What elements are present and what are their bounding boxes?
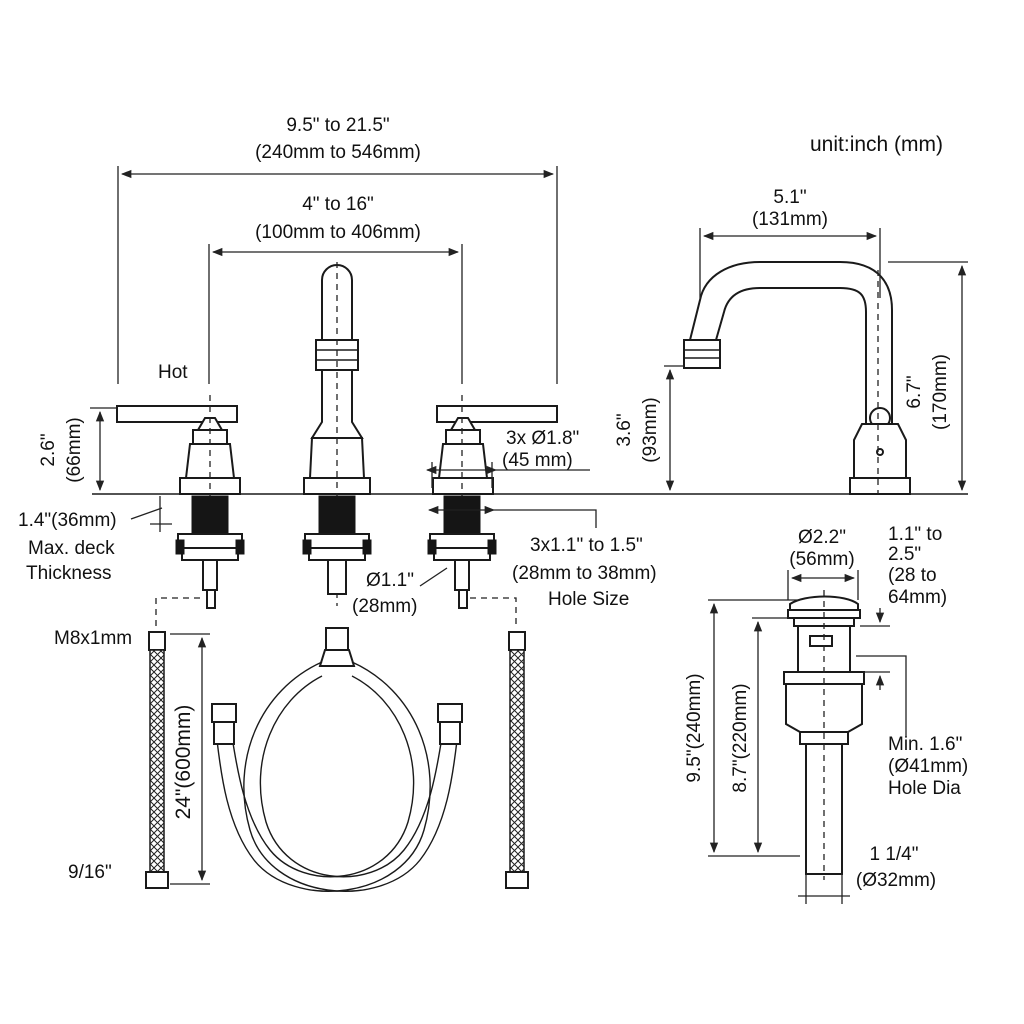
hole-size-in-label: 3x1.1" to 1.5" (530, 535, 643, 556)
drain-deck-line3: (28 to (888, 565, 937, 586)
spout-outlet-height-dimension (664, 365, 684, 492)
tailpiece-diameter-dimension (798, 874, 850, 904)
handle-height-dimension (90, 407, 116, 492)
drain-deck-line2: 2.5" (888, 544, 921, 565)
hole-size-dimension (427, 505, 597, 528)
shank-diameter-leader (419, 567, 448, 587)
spout-reach-dimension (699, 228, 881, 298)
spout-height-dimension (888, 261, 968, 492)
overall-spread-in-label: 9.5" to 21.5" (286, 115, 389, 136)
center-spout-assembly (303, 262, 371, 606)
drain-total-length-dimension (708, 599, 800, 857)
drain-hole-line1: Min. 1.6" (888, 734, 962, 755)
hose-length-label: 24"(600mm) (172, 705, 195, 820)
spout-side-view (683, 261, 911, 495)
drain-hole-line3: Hole Dia (888, 778, 961, 799)
hot-handle-assembly (116, 395, 241, 600)
spout-loop-hose (211, 627, 463, 892)
drain-body-length-dimension (752, 617, 792, 854)
pop-up-drain (783, 590, 865, 880)
spout-height-mm-label: (170mm) (930, 354, 951, 430)
hose-nut-label: 9/16" (68, 862, 112, 883)
drain-deck-line1: 1.1" to (888, 524, 942, 545)
deck-caption-line1: Max. deck (28, 538, 115, 559)
unit-label: unit:inch (mm) (810, 133, 943, 156)
tailpiece-in-label: 1 1/4" (869, 844, 918, 865)
deck-caption-line2: Thickness (26, 563, 112, 584)
spout-outlet-height-mm-label: (93mm) (640, 397, 661, 462)
drain-hole-leader (856, 655, 907, 736)
center-spread-in-label: 4" to 16" (302, 194, 374, 215)
drain-cap-dia-in-label: Ø2.2" (798, 527, 846, 548)
left-shank (175, 495, 245, 609)
hose-thread-label: M8x1mm (54, 628, 132, 649)
drain-cap-dia-mm-label: (56mm) (789, 549, 854, 570)
center-shank (302, 495, 372, 595)
hole-size-caption: Hole Size (548, 589, 629, 610)
drain-deck-range-dimension (860, 608, 890, 690)
cold-handle-assembly (432, 395, 558, 600)
base-dia-in-label: 3x Ø1.8" (506, 428, 579, 449)
spout-reach-in-label: 5.1" (773, 187, 806, 208)
hose-connection-guides (155, 597, 517, 628)
shank-dia-mm-label: (28mm) (352, 596, 417, 617)
hot-label: Hot (158, 362, 188, 383)
base-diameter-dimension (425, 462, 590, 488)
center-spread-dimension (208, 244, 463, 384)
base-dia-mm-label: (45 mm) (502, 450, 573, 471)
drain-cap-diameter-dimension (787, 570, 859, 600)
deck-thickness-dimension (130, 496, 172, 532)
spout-outlet-height-in-label: 3.6" (614, 413, 635, 446)
hole-size-mm-label: (28mm to 38mm) (512, 563, 657, 584)
deck-thickness-label: 1.4"(36mm) (18, 510, 117, 531)
right-shank (427, 495, 497, 609)
shank-dia-in-label: Ø1.1" (366, 570, 414, 591)
spout-reach-mm-label: (131mm) (752, 209, 828, 230)
drain-hole-line2: (Ø41mm) (888, 756, 968, 777)
center-spread-mm-label: (100mm to 406mm) (255, 222, 421, 243)
spout-height-in-label: 6.7" (904, 375, 925, 408)
drain-deck-line4: 64mm) (888, 587, 947, 608)
left-supply-hose (145, 631, 169, 889)
overall-spread-mm-label: (240mm to 546mm) (255, 142, 421, 163)
hose-length-dimension (170, 633, 210, 885)
handle-height-mm-label: (66mm) (64, 417, 85, 482)
tailpiece-mm-label: (Ø32mm) (856, 870, 936, 891)
overall-spread-dimension (117, 166, 558, 384)
right-supply-hose (505, 631, 529, 889)
drain-total-length-label: 9.5"(240mm) (684, 673, 705, 782)
handle-height-in-label: 2.6" (38, 433, 59, 466)
drain-body-length-label: 8.7"(220mm) (730, 683, 751, 792)
